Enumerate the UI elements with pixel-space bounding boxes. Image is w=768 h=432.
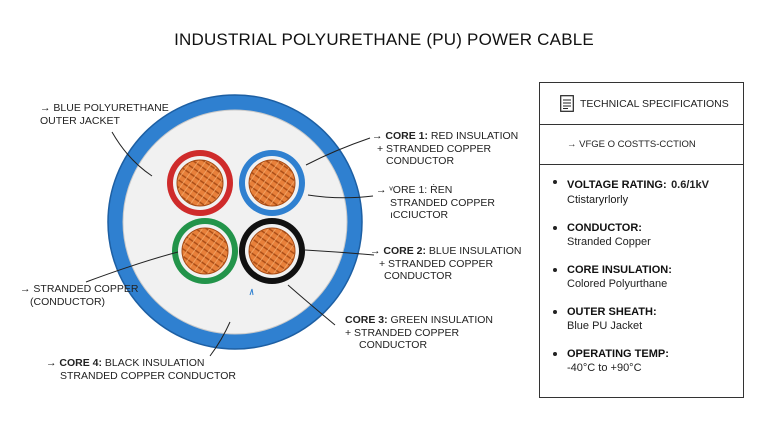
leader-core1-red [305,137,371,166]
technical-specifications-panel: TECHNICAL SPECIFICATIONS → VFGE O COSTTS… [539,82,744,398]
leader-stranded [85,251,179,283]
copper-conductor [248,159,296,207]
leader-core3 [287,284,336,326]
spec-list: VOLTAGE RATING: 0.6/1kV Ctistaryrlorly C… [540,165,743,375]
document-icon [560,95,574,112]
leader-core2 [304,249,375,256]
core-blue [239,150,305,216]
leader-core1-blue [307,194,374,199]
copper-conductor [181,227,229,275]
label-core2: → CORE 2: BLUE INSULATION + STRANDED COP… [370,245,522,282]
core-green [172,218,238,284]
spec-item-operating-temp: OPERATING TEMP: -40°C to +90°C [540,347,743,375]
label-core4: → CORE 4: BLACK INSULATION STRANDED COPP… [46,357,236,382]
label-outer-jacket: → BLUE POLYURETHANE OUTER JACKET [40,102,169,127]
spec-panel-subheader: → VFGE O COSTTS-CCTION [540,125,743,165]
copper-conductor [176,159,224,207]
label-stranded-copper: → STRANDED COPPER (CONDUCTOR) [20,283,139,308]
page-title: INDUSTRIAL POLYURETHANE (PU) POWER CABLE [174,30,594,49]
label-core3: CORE 3: GREEN INSULATION + STRANDED COPP… [345,314,493,351]
spec-panel-title: TECHNICAL SPECIFICATIONS [580,97,729,110]
spec-panel-header: TECHNICAL SPECIFICATIONS [540,83,743,125]
leader-jacket [111,131,153,177]
filler-mark [249,288,254,296]
label-core1-red: → CORE 1: RED INSULATION + STRANDED COPP… [372,130,519,167]
leader-core4 [209,321,231,357]
spec-item-outer-sheath: OUTER SHEATH: Blue PU Jacket [540,305,743,333]
core-black [239,218,305,284]
spec-item-core-insulation: CORE INSULATION: Colored Polyurthane [540,263,743,291]
inner-filler [122,109,348,335]
label-core1-blue: → ᵛORE 1: ṘEN STRANDED COPPER ıCCIUCTOR [376,184,496,221]
spec-item-voltage: VOLTAGE RATING: 0.6/1kV Ctistaryrlorly [540,175,743,207]
copper-conductor [248,227,296,275]
core-red [167,150,233,216]
spec-item-conductor: CONDUCTOR: Stranded Copper [540,221,743,249]
